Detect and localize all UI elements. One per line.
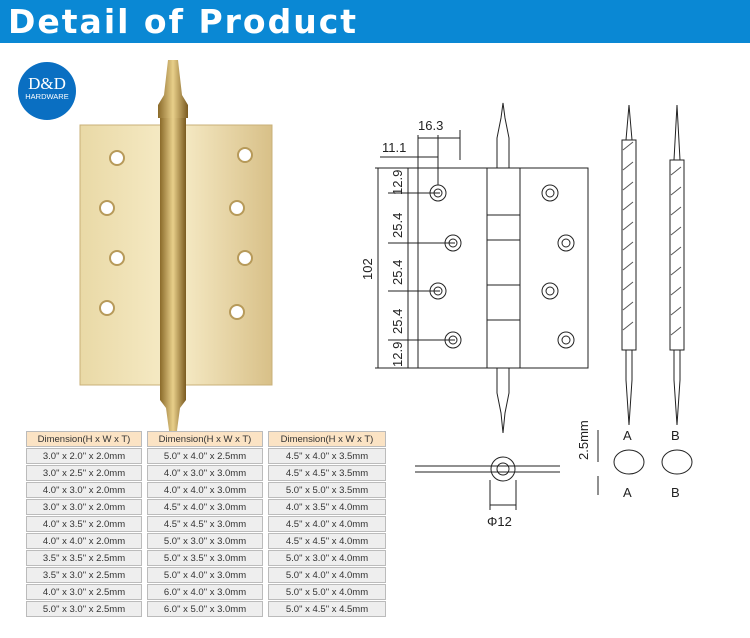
table-cell: 4.0" x 3.0" x 2.0mm <box>26 482 142 498</box>
technical-drawing <box>375 102 693 510</box>
header-banner: Detail of Product <box>0 0 750 43</box>
logo-subtext: HARDWARE <box>25 92 69 101</box>
variant-b-label: B <box>671 428 680 443</box>
table-header: Dimension(H x W x T) <box>268 431 386 447</box>
table-cell: 5.0" x 4.0" x 3.0mm <box>147 567 263 583</box>
table-cell: 4.5" x 4.0" x 4.0mm <box>268 516 386 532</box>
table-cell: 3.5" x 3.0" x 2.5mm <box>26 567 142 583</box>
dim-height: 102 <box>360 258 375 280</box>
table-cell: 4.5" x 4.5" x 3.5mm <box>268 465 386 481</box>
dim-pitch-2: 25.4 <box>390 260 405 285</box>
table-cell: 6.0" x 5.0" x 3.0mm <box>147 601 263 617</box>
table-cell: 4.5" x 4.0" x 3.5mm <box>268 448 386 464</box>
dim-bottom-margin: 12.9 <box>390 342 405 367</box>
table-cell: 5.0" x 4.0" x 4.0mm <box>268 567 386 583</box>
ring-a-label: A <box>623 485 632 500</box>
ring-b-label: B <box>671 485 680 500</box>
table-cell: 5.0" x 4.0" x 2.5mm <box>147 448 263 464</box>
table-header: Dimension(H x W x T) <box>26 431 142 447</box>
dimension-table-2: Dimension(H x W x T) 5.0" x 4.0" x 2.5mm… <box>147 430 263 618</box>
table-cell: 3.0" x 2.0" x 2.0mm <box>26 448 142 464</box>
table-cell: 5.0" x 3.0" x 4.0mm <box>268 550 386 566</box>
dim-pitch-1: 25.4 <box>390 213 405 238</box>
table-cell: 4.0" x 3.5" x 4.0mm <box>268 499 386 515</box>
hinge-photo <box>79 60 273 438</box>
variant-a-label: A <box>623 428 632 443</box>
dimension-table-3: Dimension(H x W x T) 4.5" x 4.0" x 3.5mm… <box>268 430 386 618</box>
table-cell: 3.5" x 3.5" x 2.5mm <box>26 550 142 566</box>
table-cell: 4.5" x 4.0" x 3.0mm <box>147 499 263 515</box>
table-cell: 5.0" x 3.0" x 3.0mm <box>147 533 263 549</box>
table-cell: 4.0" x 4.0" x 2.0mm <box>26 533 142 549</box>
table-cell: 3.0" x 2.5" x 2.0mm <box>26 465 142 481</box>
table-cell: 3.0" x 3.0" x 2.0mm <box>26 499 142 515</box>
table-cell: 4.0" x 3.0" x 2.5mm <box>26 584 142 600</box>
table-cell: 4.0" x 4.0" x 3.0mm <box>147 482 263 498</box>
dim-pitch-3: 25.4 <box>390 309 405 334</box>
table-cell: 5.0" x 3.5" x 3.0mm <box>147 550 263 566</box>
dimension-table-1: Dimension(H x W x T) 3.0" x 2.0" x 2.0mm… <box>26 430 142 618</box>
page-title: Detail of Product <box>8 2 359 41</box>
dim-top-margin: 12.9 <box>390 170 405 195</box>
table-cell: 5.0" x 5.0" x 3.5mm <box>268 482 386 498</box>
dim-thickness: 2.5mm <box>576 420 591 460</box>
dim-pin-diameter: Φ12 <box>487 514 512 529</box>
table-cell: 5.0" x 4.5" x 4.5mm <box>268 601 386 617</box>
table-cell: 4.0" x 3.0" x 3.0mm <box>147 465 263 481</box>
table-cell: 4.5" x 4.5" x 3.0mm <box>147 516 263 532</box>
table-cell: 5.0" x 5.0" x 4.0mm <box>268 584 386 600</box>
table-cell: 4.5" x 4.5" x 4.0mm <box>268 533 386 549</box>
dim-top-width: 16.3 <box>418 118 443 133</box>
table-header: Dimension(H x W x T) <box>147 431 263 447</box>
table-cell: 5.0" x 3.0" x 2.5mm <box>26 601 142 617</box>
table-cell: 6.0" x 4.0" x 3.0mm <box>147 584 263 600</box>
table-cell: 4.0" x 3.5" x 2.0mm <box>26 516 142 532</box>
logo-text: D&D <box>28 74 66 93</box>
dim-left-offset: 11.1 <box>382 140 406 155</box>
